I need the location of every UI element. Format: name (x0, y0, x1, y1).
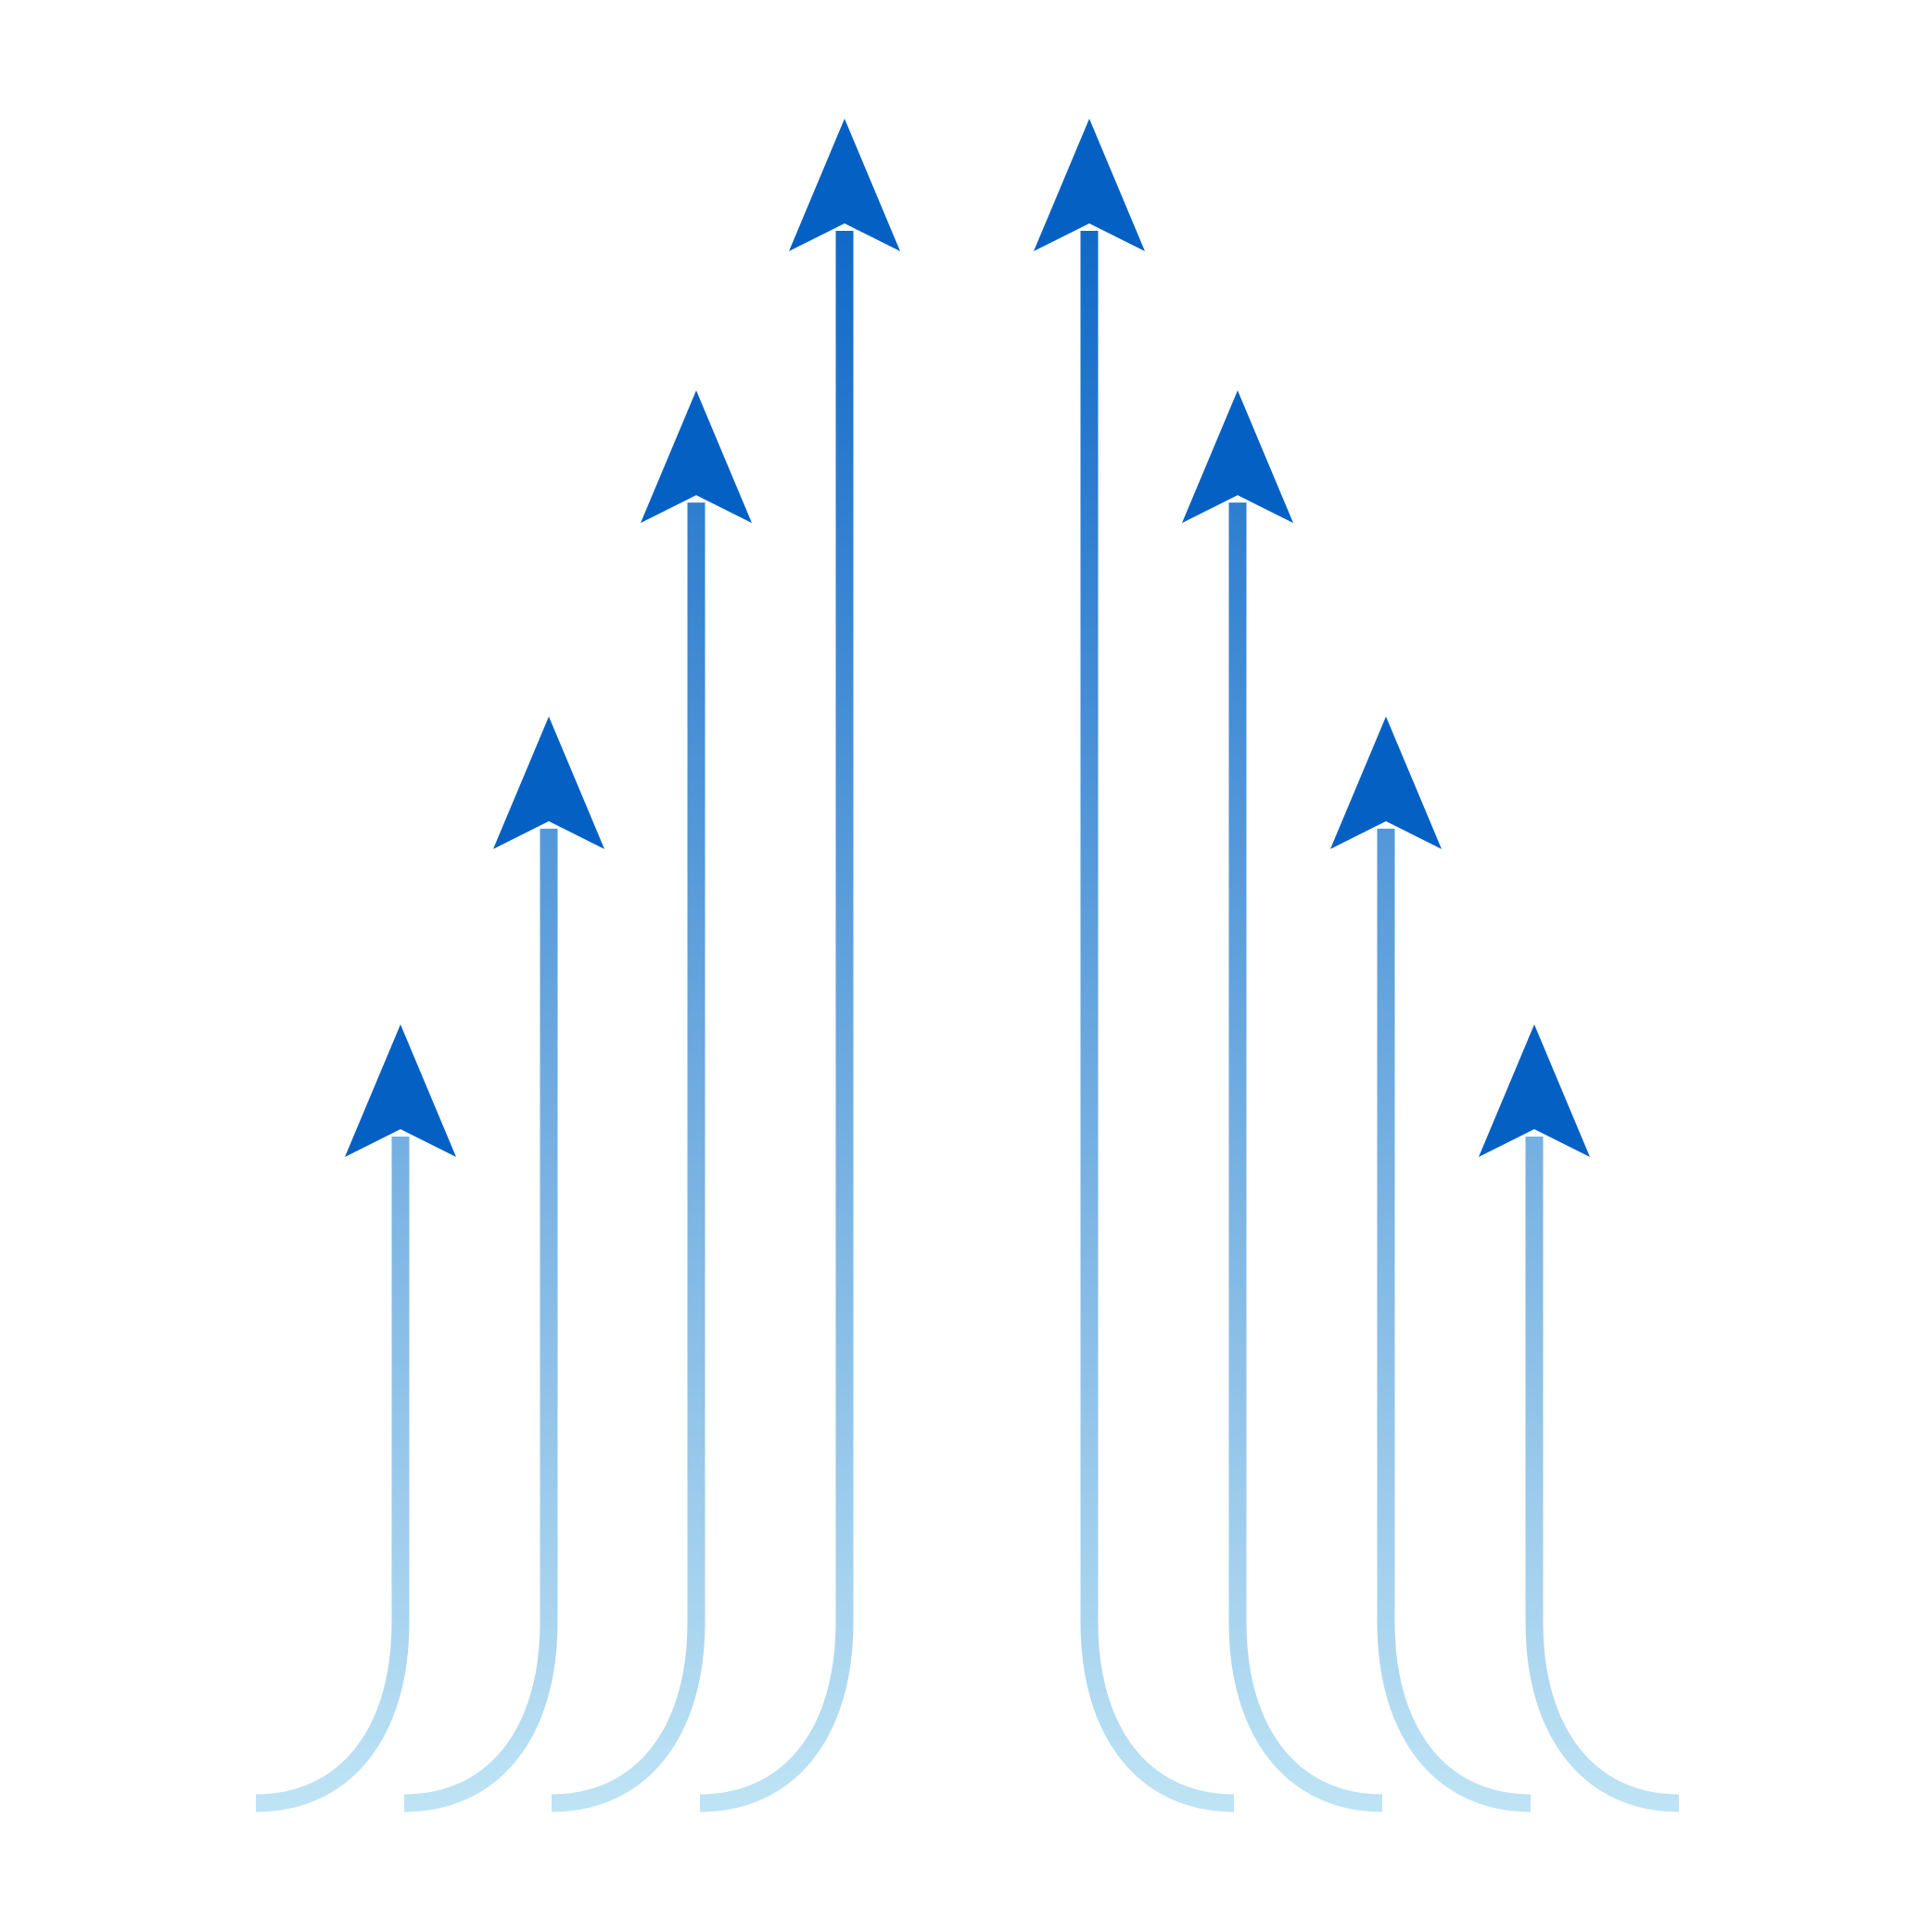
arrow-2 (403, 716, 604, 1812)
arrow-7-head (1330, 716, 1442, 849)
arrow-6-head (1182, 390, 1293, 524)
arrow-2-shaft (403, 828, 558, 1812)
arrow-7-shaft (1377, 828, 1532, 1812)
arrow-1-head (345, 1024, 456, 1157)
arrow-5-head (1034, 119, 1145, 251)
arrow-5 (1034, 119, 1235, 1812)
arrow-3 (551, 390, 752, 1812)
arrow-6-shaft (1228, 502, 1383, 1812)
arrow-8-shaft (1525, 1137, 1680, 1812)
arrow-4 (699, 119, 900, 1812)
arrow-1-shaft (255, 1137, 410, 1812)
arrow-3-shaft (551, 502, 705, 1812)
arrow-5-shaft (1080, 231, 1235, 1812)
arrow-6 (1182, 390, 1383, 1812)
arrow-4-head (789, 119, 900, 251)
arrow-1 (255, 1024, 456, 1812)
arrow-4-shaft (699, 231, 854, 1812)
arrows-group (255, 119, 1680, 1812)
arrow-7 (1330, 716, 1532, 1812)
arrow-3-head (641, 390, 752, 524)
arrow-8 (1479, 1024, 1680, 1812)
arrow-2-head (493, 716, 604, 849)
arrow-8-head (1479, 1024, 1590, 1157)
